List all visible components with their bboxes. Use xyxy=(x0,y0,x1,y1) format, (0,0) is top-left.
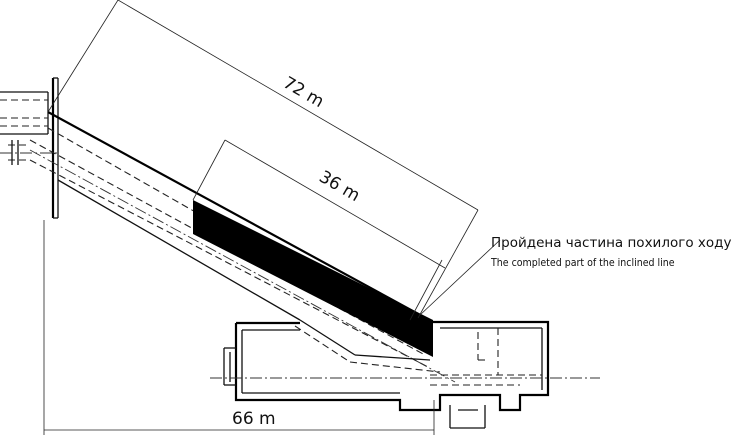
completed-part-label-ua: Пройдена частина похилого ходу xyxy=(491,235,731,251)
dimension-36m: 36 m xyxy=(316,167,364,206)
completed-section xyxy=(193,200,433,357)
completed-part-label-en: The completed part of the inclined line xyxy=(490,257,675,269)
dimension-72m: 72 m xyxy=(280,73,328,112)
dimension-66m: 66 m xyxy=(232,409,276,429)
bottom-chamber xyxy=(210,320,600,429)
dimension-lines xyxy=(43,0,501,435)
left-portal xyxy=(0,77,60,219)
